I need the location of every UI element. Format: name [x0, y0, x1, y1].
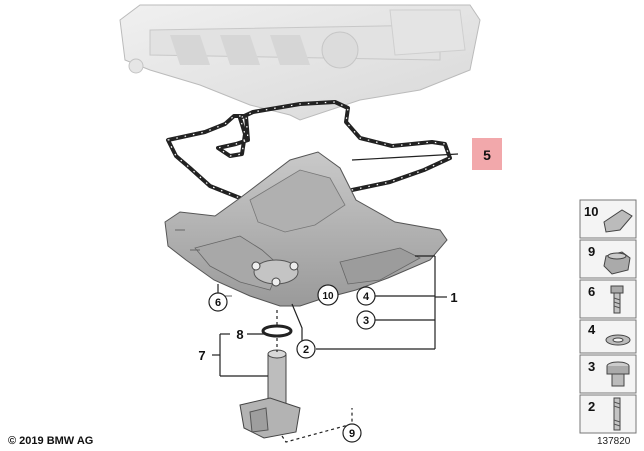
copyright-notice: © 2019 BMW AG [8, 435, 94, 447]
legend-item-4: 4 [579, 319, 637, 354]
legend-item-4-number: 4 [588, 322, 596, 337]
callout-1-label: 1 [450, 290, 457, 305]
legend-item-9-number: 9 [588, 244, 595, 259]
legend-item-10-number: 10 [584, 204, 598, 219]
stud-bolt-icon [613, 397, 621, 431]
bolt-icon [610, 285, 624, 314]
callout-5-highlight: 5 [472, 138, 502, 170]
callout-9: 9 [342, 423, 362, 443]
o-ring-illustration [261, 324, 293, 338]
legend-item-6-number: 6 [588, 284, 595, 299]
leader-lines [212, 153, 459, 443]
callout-8: 8 [236, 327, 243, 342]
oil-pan-illustration [164, 151, 448, 307]
callout-3-label: 3 [363, 315, 369, 327]
legend-item-2: 2 [579, 394, 637, 434]
callout-6-label: 6 [215, 297, 221, 309]
callout-7-label: 7 [198, 348, 205, 363]
diagram-id: 137820 [597, 436, 631, 447]
callout-5-label: 5 [483, 147, 491, 163]
oil-level-sensor-illustration [239, 349, 301, 439]
clip-icon [603, 209, 633, 233]
callout-7: 7 [198, 348, 205, 363]
callout-4-label: 4 [363, 291, 370, 303]
legend-item-6: 6 [579, 279, 637, 319]
callout-4: 4 [356, 286, 376, 306]
legend-item-9: 9 [579, 239, 637, 279]
drain-plug-icon [606, 361, 630, 387]
parts-legend: 10 9 6 4 3 [579, 199, 637, 434]
callout-3: 3 [356, 310, 376, 330]
callout-8-label: 8 [236, 327, 243, 342]
callout-1: 1 [450, 290, 457, 305]
callout-6: 6 [208, 292, 228, 312]
callout-2-label: 2 [303, 344, 309, 356]
callout-10: 10 [317, 284, 339, 306]
engine-block-illustration [119, 4, 481, 121]
callout-2: 2 [296, 339, 316, 359]
legend-item-10: 10 [579, 199, 637, 239]
callout-9-label: 9 [349, 428, 355, 440]
legend-item-3-number: 3 [588, 359, 595, 374]
legend-item-2-number: 2 [588, 399, 595, 414]
legend-item-3: 3 [579, 354, 637, 394]
callout-10-label: 10 [322, 291, 334, 302]
